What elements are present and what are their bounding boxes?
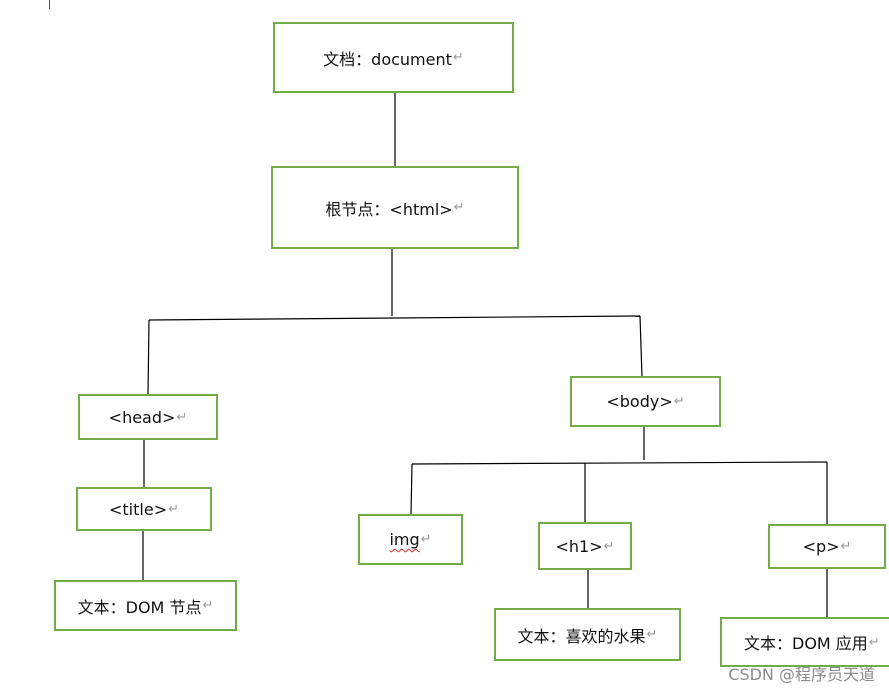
node-title: <title>↵ bbox=[76, 487, 212, 531]
paragraph-mark-icon: ↵ bbox=[202, 598, 214, 613]
node-img-label: img bbox=[389, 530, 420, 549]
node-text-fruit-label: 文本：喜欢的水果 bbox=[517, 626, 646, 646]
paragraph-mark-icon: ↵ bbox=[840, 539, 852, 554]
node-head: <head>↵ bbox=[78, 394, 218, 440]
paragraph-mark-icon: ↵ bbox=[646, 627, 658, 642]
node-text-dom-app-label: 文本：DOM 应用 bbox=[744, 634, 868, 653]
node-text-dom-app: 文本：DOM 应用↵ bbox=[720, 617, 889, 667]
node-h1-label: <h1> bbox=[555, 536, 603, 556]
node-body: <body>↵ bbox=[570, 376, 721, 427]
node-text-dom-node-label: 文本：DOM 节点 bbox=[77, 597, 202, 617]
csdn-watermark: CSDN @程序员天道 bbox=[728, 665, 875, 684]
node-text-dom-node: 文本：DOM 节点↵ bbox=[54, 580, 237, 631]
paragraph-mark-icon: ↵ bbox=[603, 538, 615, 554]
node-img: img↵ bbox=[358, 514, 463, 565]
edge-body-bus bbox=[411, 461, 828, 465]
edge-bus-body bbox=[639, 315, 643, 378]
node-html: 根节点：<html>↵ bbox=[271, 166, 519, 249]
text-cursor bbox=[49, 0, 50, 9]
node-document-label: 文档：document bbox=[323, 49, 452, 69]
paragraph-mark-icon: ↵ bbox=[673, 394, 685, 409]
edge-bus-img bbox=[410, 463, 413, 516]
node-title-label: <title> bbox=[109, 499, 168, 519]
paragraph-mark-icon: ↵ bbox=[420, 532, 432, 547]
node-p: <p>↵ bbox=[768, 524, 886, 569]
node-body-label: <body> bbox=[606, 392, 673, 411]
node-p-label: <p> bbox=[802, 537, 840, 556]
paragraph-mark-icon: ↵ bbox=[168, 501, 179, 517]
paragraph-mark-icon: ↵ bbox=[176, 409, 188, 425]
edge-html-bus bbox=[148, 315, 641, 321]
paragraph-mark-icon: ↵ bbox=[452, 50, 464, 65]
edge-bus-head bbox=[147, 319, 150, 396]
node-document: 文档：document↵ bbox=[273, 22, 514, 93]
node-h1: <h1>↵ bbox=[538, 522, 632, 570]
paragraph-mark-icon: ↵ bbox=[453, 200, 465, 215]
node-head-label: <head> bbox=[108, 407, 176, 427]
paragraph-mark-icon: ↵ bbox=[868, 634, 880, 650]
node-text-fruit: 文本：喜欢的水果↵ bbox=[494, 608, 681, 661]
node-html-label: 根节点：<html> bbox=[325, 199, 453, 219]
